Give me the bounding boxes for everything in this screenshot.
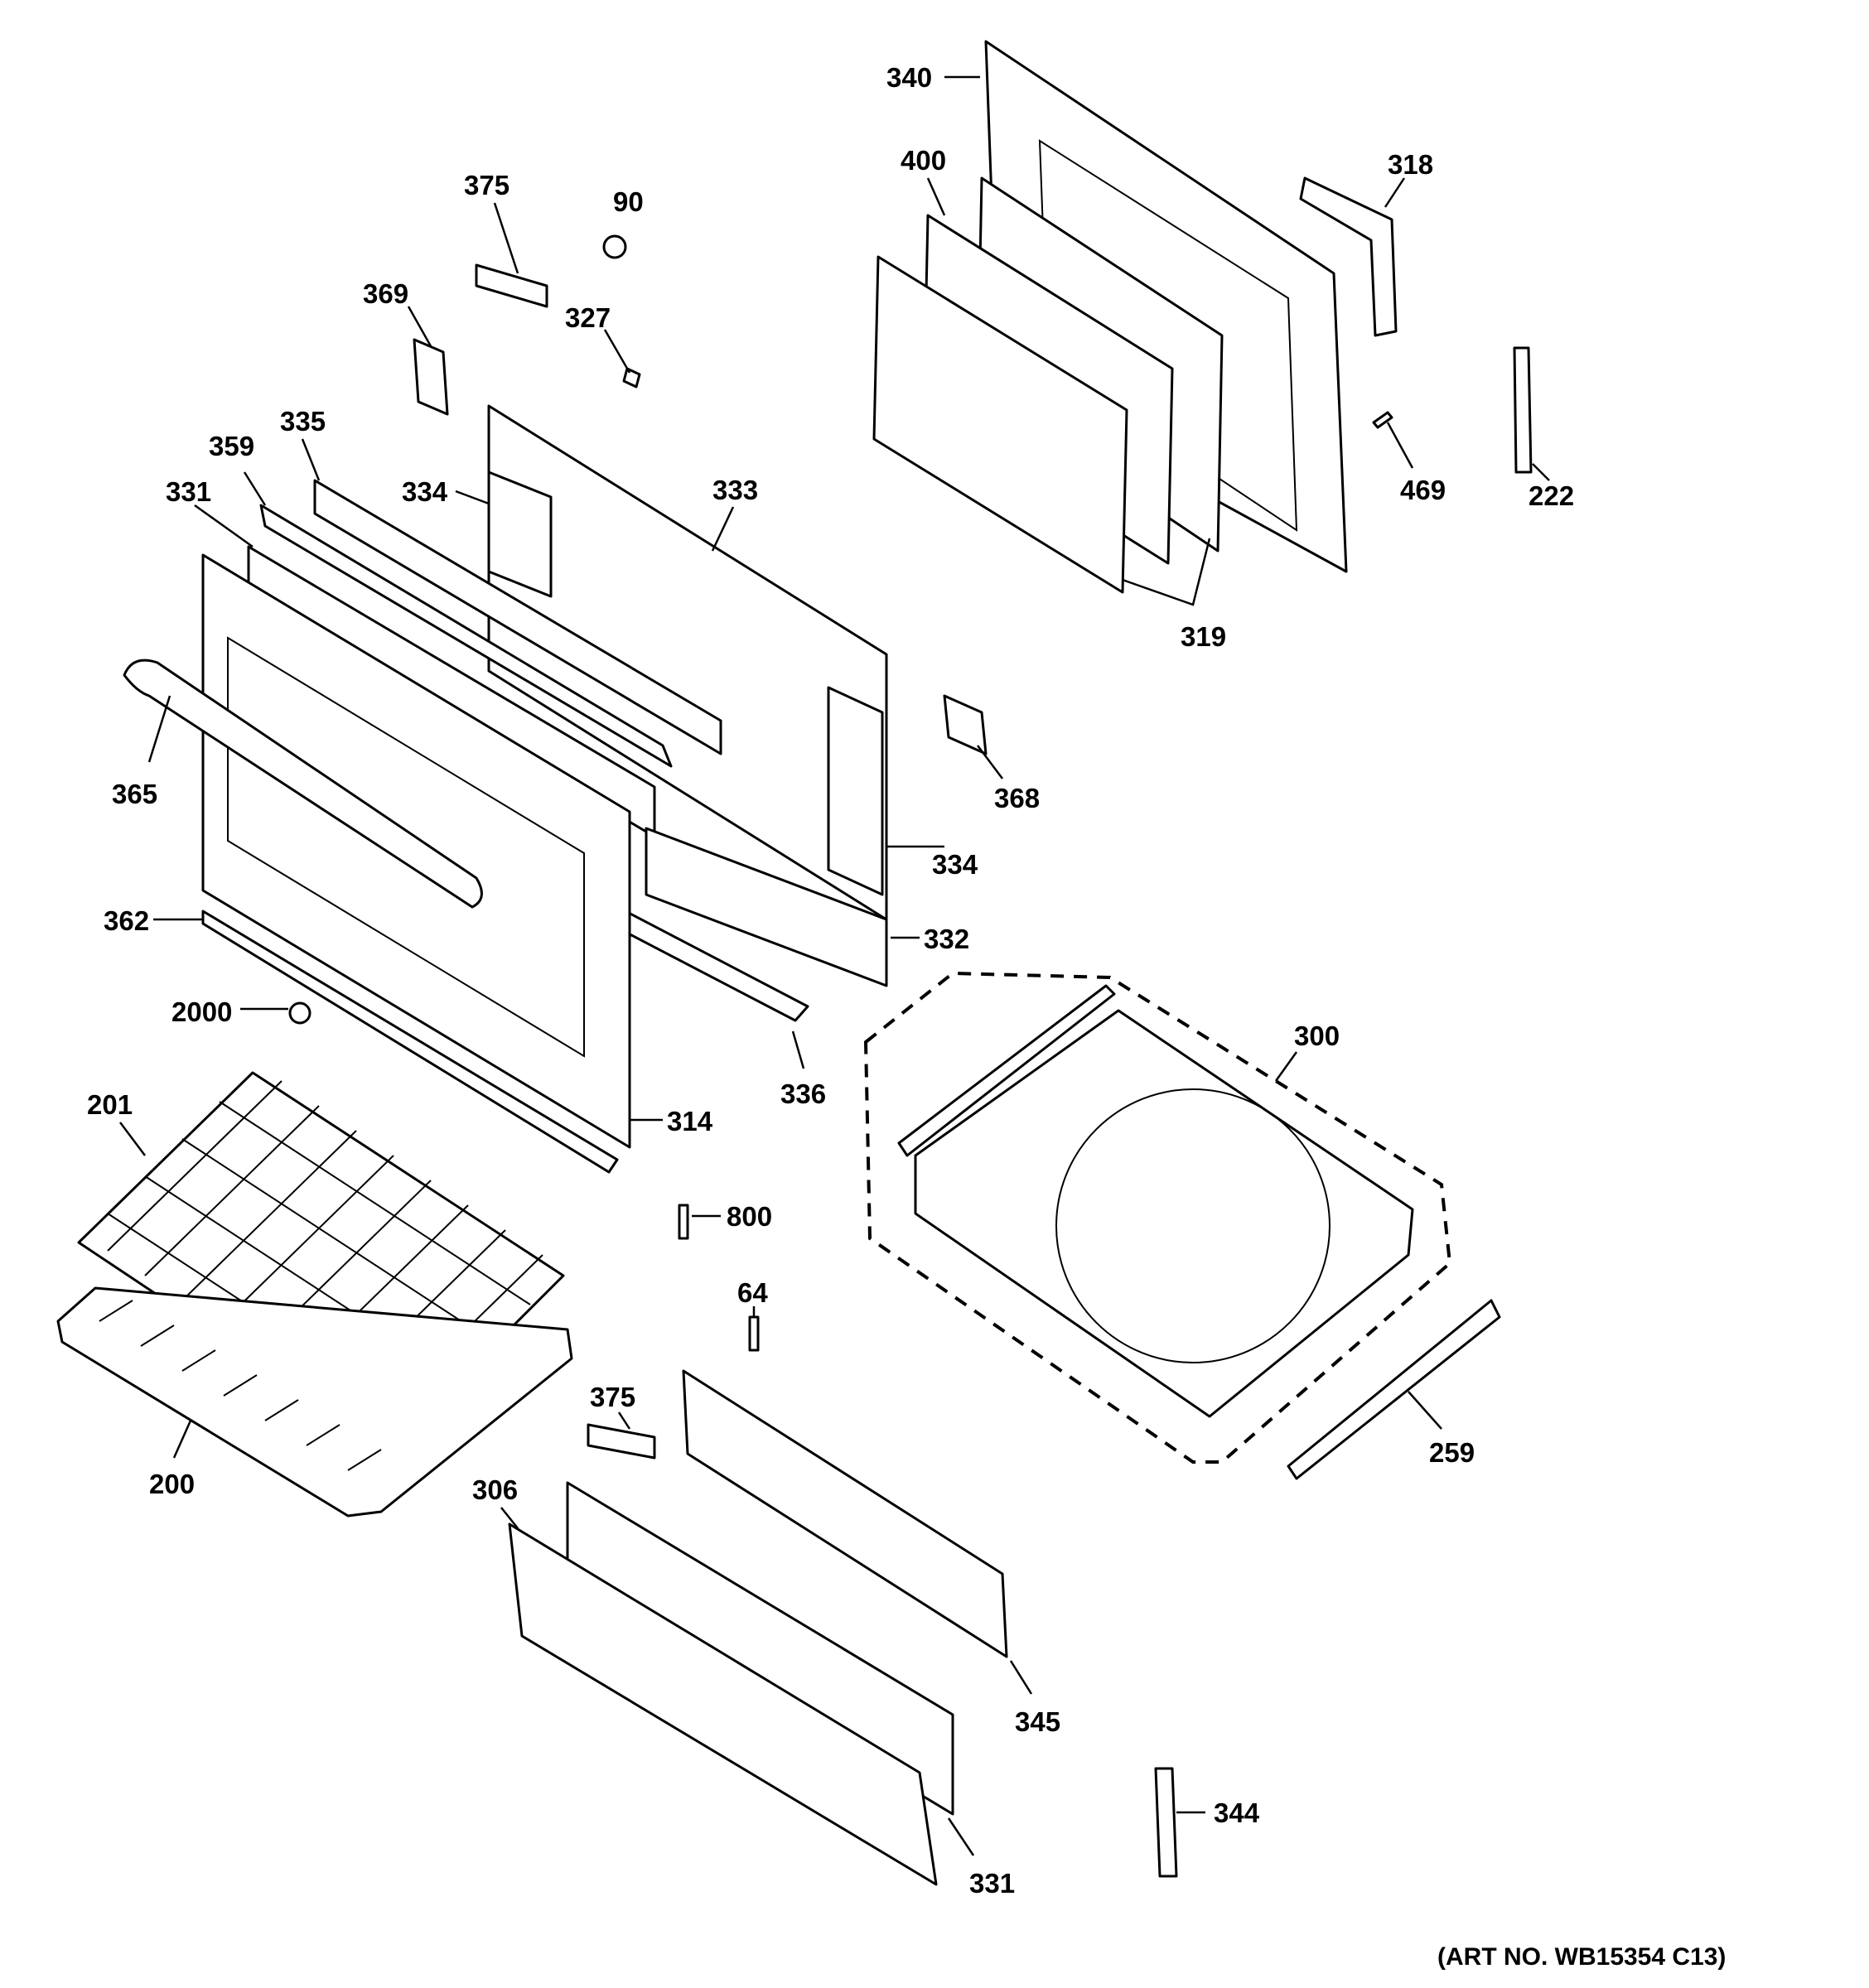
trim-335 [313, 479, 722, 755]
label-201: 201 [87, 1089, 133, 1120]
clip-2000 [288, 1001, 312, 1025]
label-332: 332 [924, 924, 969, 954]
drawer-slide-259 [1287, 1299, 1501, 1480]
drawer-panel-331 [566, 1481, 954, 1816]
label-336: 336 [780, 1078, 826, 1109]
label-340: 340 [886, 62, 932, 93]
label-300: 300 [1294, 1021, 1340, 1051]
label-222: 222 [1529, 480, 1574, 511]
label-359: 359 [209, 431, 254, 461]
door-handle-365 [123, 659, 483, 909]
door-front-glass [872, 255, 1128, 594]
side-panel-334-left [487, 470, 553, 598]
hinge-222 [1513, 346, 1533, 474]
door-assembly [872, 40, 1533, 594]
trim-359 [259, 504, 673, 768]
label-306: 306 [472, 1474, 518, 1505]
label-368: 368 [994, 783, 1040, 813]
bracket-368 [943, 694, 988, 755]
drawer-assembly-300 [863, 971, 1501, 1480]
label-335: 335 [280, 406, 326, 437]
label-333: 333 [712, 475, 758, 505]
label-375-top: 375 [464, 170, 510, 200]
knob-90 [602, 234, 627, 259]
drawer-pan [914, 1009, 1414, 1418]
label-362: 362 [104, 905, 149, 936]
kickplate-332 [645, 827, 888, 987]
drawer-slide-left [897, 984, 1116, 1157]
bracket-375-top [475, 263, 548, 308]
label-259: 259 [1429, 1437, 1475, 1468]
drawer-liner-345 [682, 1369, 1008, 1658]
label-344: 344 [1214, 1797, 1260, 1828]
screw-64 [748, 1315, 760, 1352]
side-panel-334-right [827, 686, 884, 896]
door-front-314 [123, 553, 760, 1352]
label-64: 64 [737, 1277, 768, 1308]
screw-469 [1372, 411, 1393, 429]
label-469: 469 [1400, 475, 1446, 505]
label-345: 345 [1015, 1706, 1060, 1737]
racks [56, 1071, 573, 1518]
label-331-bottom: 331 [969, 1868, 1015, 1899]
rack-200 [56, 1286, 573, 1518]
leader-lines [119, 75, 1550, 1856]
label-800: 800 [727, 1201, 772, 1232]
label-369: 369 [363, 278, 408, 309]
bracket-375-bottom [587, 1423, 656, 1460]
part-labels: 340 400 318 375 90 369 327 335 359 331 3… [87, 62, 1726, 1971]
label-334-top: 334 [402, 476, 448, 507]
label-365: 365 [112, 779, 157, 809]
label-319: 319 [1181, 621, 1226, 652]
label-90: 90 [613, 186, 644, 217]
label-331-top: 331 [166, 476, 211, 507]
label-2000: 2000 [171, 996, 232, 1027]
slide-344 [1154, 1767, 1178, 1878]
label-327: 327 [565, 302, 611, 333]
drawer-front-306 [508, 1522, 938, 1886]
label-318: 318 [1388, 149, 1433, 180]
label-334-bottom: 334 [932, 849, 978, 880]
lower-drawer-front [508, 1369, 1178, 1886]
control-panel-assembly [247, 234, 988, 1022]
clip-327 [622, 367, 641, 388]
label-314: 314 [667, 1106, 713, 1136]
screw-800 [678, 1204, 689, 1240]
label-200: 200 [149, 1469, 195, 1499]
art-number: (ART NO. WB15354 C13) [1437, 1943, 1726, 1971]
door-gasket-318 [1299, 176, 1398, 337]
label-375-bottom: 375 [590, 1382, 635, 1412]
label-400: 400 [901, 145, 946, 176]
bracket-369 [413, 338, 449, 416]
